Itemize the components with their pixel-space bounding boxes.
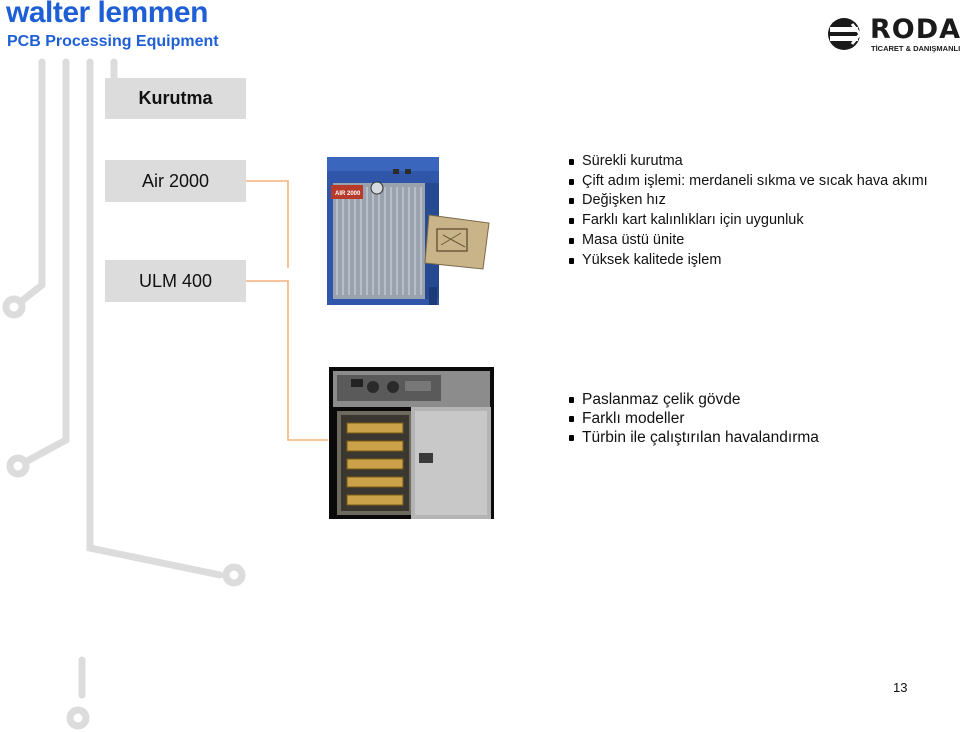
feature-item: Masa üstü ünite	[566, 231, 946, 251]
feature-item: Çift adım işlemi: merdaneli sıkma ve sıc…	[566, 172, 946, 192]
circuit-node	[222, 563, 246, 587]
connector-line	[246, 280, 328, 441]
air-2000-dryer-image: AIR 2000	[327, 157, 490, 305]
feature-item: Türbin ile çalıştırılan havalandırma	[566, 428, 946, 447]
ulm-400-oven-image	[329, 367, 494, 519]
partner-logo-tagline: TİCARET & DANIŞMANLIK	[871, 44, 960, 53]
ulm-400-feature-list: Paslanmaz çelik gövde Farklı modeller Tü…	[566, 390, 946, 447]
partner-logo-wordmark: RODA	[870, 14, 960, 45]
air-2000-feature-list: Sürekli kurutma Çift adım işlemi: merdan…	[566, 152, 946, 270]
feature-item: Sürekli kurutma	[566, 152, 946, 172]
circuit-node	[6, 454, 30, 478]
brand-title: walter lemmen	[6, 0, 208, 29]
page-number: 13	[893, 680, 908, 695]
connector-line	[246, 180, 289, 268]
feature-item: Farklı modeller	[566, 409, 946, 428]
brand-subtitle: PCB Processing Equipment	[7, 33, 219, 50]
section-title: Kurutma	[105, 78, 246, 119]
feature-item: Paslanmaz çelik gövde	[566, 390, 946, 409]
circuit-node	[2, 295, 26, 319]
feature-item: Farklı kart kalınlıkları için uygunluk	[566, 211, 946, 231]
feature-item: Değişken hız	[566, 191, 946, 211]
dryer-model-plate: AIR 2000	[335, 191, 361, 197]
model-label-air-2000: Air 2000	[105, 160, 246, 202]
circuit-node	[66, 706, 90, 730]
roda-emblem-icon	[828, 18, 862, 50]
feature-item: Yüksek kalitede işlem	[566, 251, 946, 271]
model-label-ulm-400: ULM 400	[105, 260, 246, 302]
partner-logo: RODA TİCARET & DANIŞMANLIK	[826, 14, 960, 56]
